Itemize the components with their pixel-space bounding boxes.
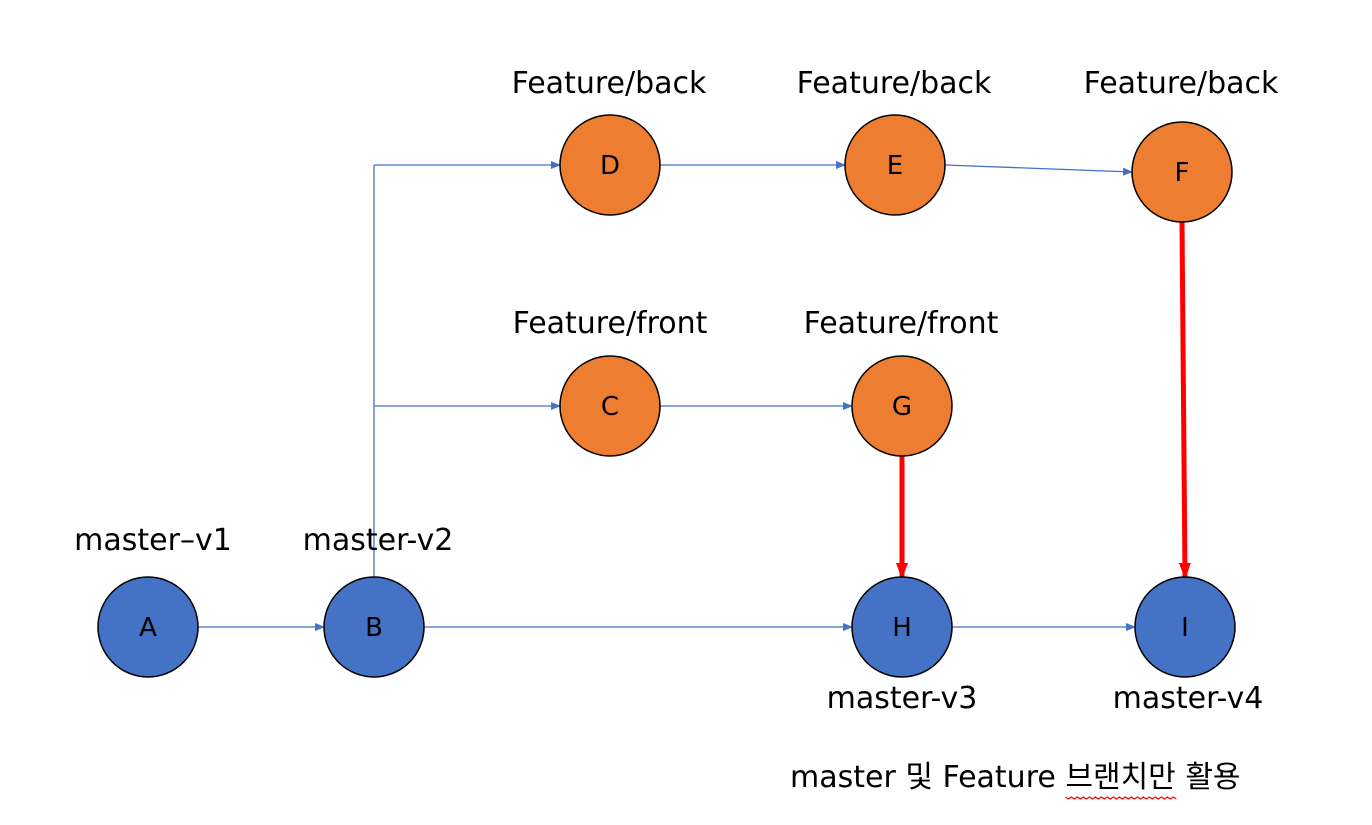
nodes-layer: A B C D E F G H [97, 114, 1236, 678]
commit-node-h: H [851, 576, 953, 678]
commit-node-e: E [844, 114, 946, 216]
branch-label-b: master-v2 [303, 523, 454, 558]
branch-label-a: master–v1 [74, 523, 232, 558]
commit-node-d-label: D [600, 151, 620, 181]
edges-layer [198, 161, 1191, 631]
commit-node-d: D [559, 114, 661, 216]
caption-text: master 및 Feature 브랜치만 활용 [790, 760, 1241, 795]
caption-underlined-word: 브랜치만 [1065, 760, 1175, 795]
commit-node-c: C [559, 355, 661, 457]
caption-suffix: 활용 [1176, 760, 1241, 795]
commit-node-i-label: I [1181, 613, 1189, 643]
caption-prefix: master 및 Feature [790, 760, 1065, 795]
caption: master 및 Feature 브랜치만 활용 [790, 760, 1241, 800]
commit-node-g-label: G [892, 392, 912, 422]
commit-node-g: G [851, 355, 953, 457]
spellcheck-underline [1065, 796, 1177, 800]
branch-label-d: Feature/back [512, 66, 707, 101]
commit-node-a: A [97, 576, 199, 678]
commit-node-f: F [1131, 121, 1233, 223]
branch-label-g: Feature/front [804, 306, 999, 341]
branch-label-f: Feature/back [1084, 66, 1279, 101]
commit-node-b-label: B [365, 613, 383, 643]
branch-labels: Feature/back Feature/back Feature/back F… [74, 66, 1279, 716]
commit-node-i: I [1134, 576, 1236, 678]
commit-node-e-label: E [887, 151, 903, 181]
branch-label-h: master-v3 [827, 681, 978, 716]
branch-label-e: Feature/back [797, 66, 992, 101]
branch-label-c: Feature/front [513, 306, 708, 341]
commit-node-c-label: C [601, 392, 619, 422]
commit-node-f-label: F [1175, 158, 1190, 188]
commit-node-h-label: H [892, 613, 912, 643]
commit-node-b: B [323, 576, 425, 678]
edge-f-i [1178, 221, 1191, 579]
edge-e-f [944, 164, 1133, 176]
commit-node-a-label: A [139, 613, 157, 643]
branch-label-i: master-v4 [1113, 681, 1264, 716]
